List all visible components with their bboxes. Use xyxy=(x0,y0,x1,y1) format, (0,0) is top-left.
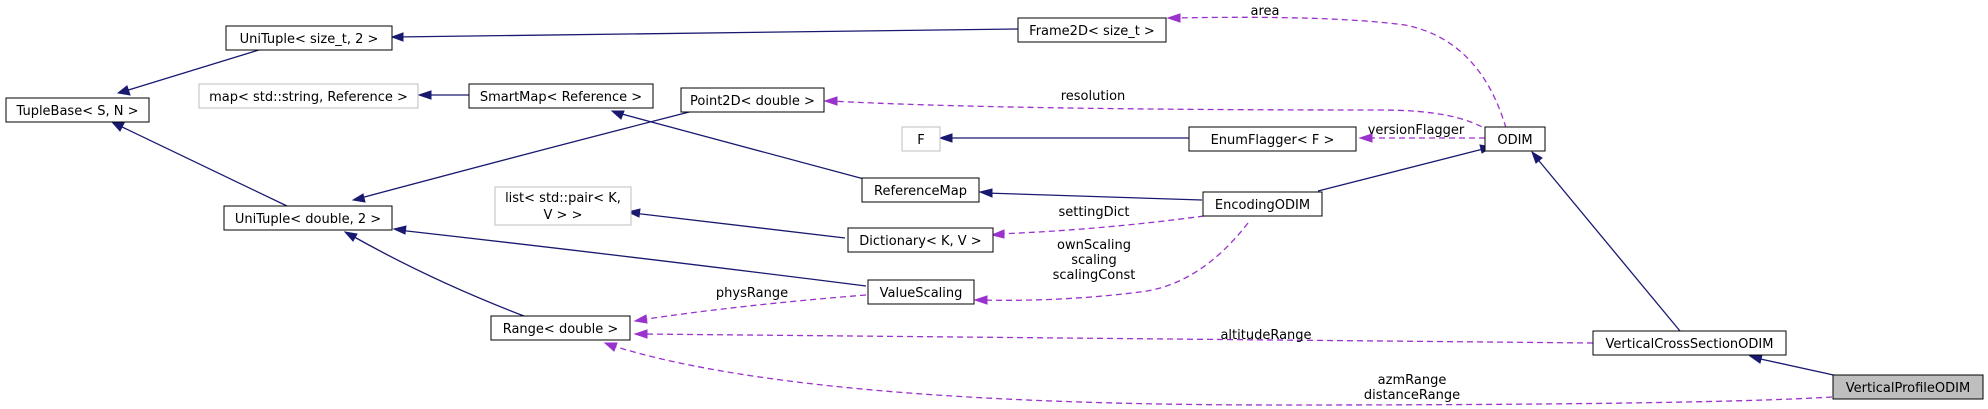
edge-label-altituderange: altitudeRange xyxy=(1220,328,1311,343)
edge-enumflagger-to-f xyxy=(938,133,1189,143)
edge-odim-resolution-point2d xyxy=(823,96,1491,133)
node-label: Dictionary< K, V > xyxy=(859,234,981,249)
edge-label-scaling: scaling xyxy=(1071,253,1117,268)
node-label: VerticalProfileODIM xyxy=(1846,381,1970,396)
edge-encodingodim-scaling-valuescaling xyxy=(973,222,1249,305)
edge-label-scalingconst: scalingConst xyxy=(1053,268,1136,283)
edge-dictionary-to-list xyxy=(626,208,846,239)
edge-verticalcross-altituderange-range xyxy=(633,329,1594,344)
edge-point2d-to-unituple-double xyxy=(351,109,698,203)
edge-frame2d-to-unituple-size xyxy=(390,28,1019,42)
edge-smartmap-to-map xyxy=(417,90,469,100)
edge-odim-area-frame2d xyxy=(1166,13,1507,129)
edge-encodingodim-settingdict-dictionary xyxy=(990,215,1205,239)
edge-range-to-unituple-double xyxy=(343,231,525,317)
node-label: ReferenceMap xyxy=(874,184,967,199)
node-unituple-double[interactable]: UniTuple< double, 2 > xyxy=(223,205,393,231)
edge-valuescaling-physrange-range xyxy=(633,294,867,324)
node-label-line1: list< std::pair< K, xyxy=(505,191,621,206)
edge-label-azmrange: azmRange xyxy=(1378,373,1447,388)
node-label: Point2D< double > xyxy=(690,94,815,109)
node-smartmap[interactable]: SmartMap< Reference > xyxy=(468,83,654,109)
node-label: EncodingODIM xyxy=(1215,198,1310,213)
edge-label-versionflagger: versionFlagger xyxy=(1368,123,1465,138)
edge-encodingodim-to-odim xyxy=(1317,144,1494,192)
node-label: TupleBase< S, N > xyxy=(15,104,138,119)
node-dictionary[interactable]: Dictionary< K, V > xyxy=(847,227,994,253)
node-label: F xyxy=(917,133,924,148)
node-frame2d[interactable]: Frame2D< size_t > xyxy=(1017,17,1167,43)
node-label: ODIM xyxy=(1497,133,1532,148)
node-label: Range< double > xyxy=(503,322,619,337)
node-label: UniTuple< double, 2 > xyxy=(235,212,381,227)
node-label: EnumFlagger< F > xyxy=(1211,133,1335,148)
node-label-line2: V > > xyxy=(544,208,583,223)
edge-verticalprofile-to-verticalcross xyxy=(1748,354,1839,377)
node-label: map< std::string, Reference > xyxy=(209,90,408,105)
node-encodingodim[interactable]: EncodingODIM xyxy=(1202,191,1323,217)
edge-label-resolution: resolution xyxy=(1061,89,1126,104)
node-map-string-reference[interactable]: map< std::string, Reference > xyxy=(198,83,419,109)
node-point2d[interactable]: Point2D< double > xyxy=(680,87,825,113)
node-verticalcross[interactable]: VerticalCrossSectionODIM xyxy=(1592,330,1787,356)
node-valuescaling[interactable]: ValueScaling xyxy=(867,279,975,305)
edge-label-ownscaling: ownScaling xyxy=(1057,238,1131,253)
node-verticalprofile[interactable]: VerticalProfileODIM xyxy=(1832,374,1984,400)
edge-unituple-size-to-tuplebase xyxy=(116,48,263,96)
node-label: UniTuple< size_t, 2 > xyxy=(240,32,379,47)
node-label: ValueScaling xyxy=(880,286,963,301)
edge-valuescaling-to-unituple-double xyxy=(392,225,867,287)
edge-verticalcross-to-odim xyxy=(1531,150,1681,332)
node-label: Frame2D< size_t > xyxy=(1029,24,1155,39)
node-referencemap[interactable]: ReferenceMap xyxy=(861,177,980,203)
node-f[interactable]: F xyxy=(901,126,941,152)
edge-odim-versionflagger-enumflagger xyxy=(1358,133,1485,143)
edge-encodingodim-to-referencemap xyxy=(978,188,1203,201)
node-enumflagger[interactable]: EnumFlagger< F > xyxy=(1188,126,1357,152)
edge-label-distancerange: distanceRange xyxy=(1364,388,1460,403)
edge-referencemap-to-smartmap xyxy=(610,110,865,180)
edge-unituple-double-to-tuplebase xyxy=(110,121,288,207)
node-label: VerticalCrossSectionODIM xyxy=(1606,337,1774,352)
edge-label-physrange: physRange xyxy=(716,286,788,301)
node-range[interactable]: Range< double > xyxy=(490,315,631,341)
node-tuplebase[interactable]: TupleBase< S, N > xyxy=(5,97,150,123)
node-label: SmartMap< Reference > xyxy=(480,90,642,105)
edge-verticalprofile-azmrange-range xyxy=(603,342,1833,406)
node-unituple-size[interactable]: UniTuple< size_t, 2 > xyxy=(225,25,393,51)
node-odim[interactable]: ODIM xyxy=(1484,126,1546,152)
edge-label-settingdict: settingDict xyxy=(1059,205,1130,220)
node-list-pair[interactable]: list< std::pair< K, V > > xyxy=(494,186,632,226)
edge-label-area: area xyxy=(1251,4,1280,19)
